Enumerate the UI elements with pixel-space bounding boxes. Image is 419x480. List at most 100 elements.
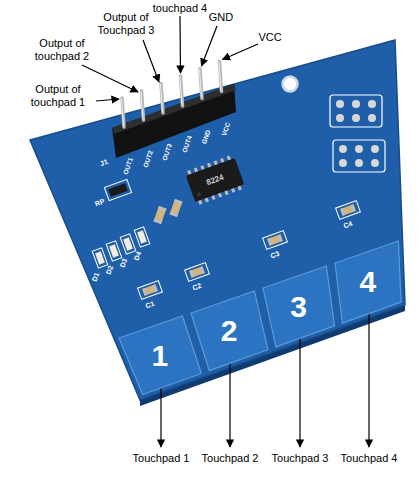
pcb-board (30, 40, 405, 400)
capacitor-body (154, 206, 167, 224)
jumper-pad (352, 114, 360, 122)
silkscreen-label: J1 (99, 158, 109, 168)
capacitor-body (189, 266, 205, 277)
pad-number: 2 (221, 316, 238, 346)
leader-line (223, 44, 259, 60)
silkscreen-outline (138, 281, 163, 300)
capacitor-end (340, 208, 345, 216)
callout-label: GND (209, 11, 233, 24)
pin-highlight (122, 99, 124, 126)
pad-text-holder: 4 (335, 241, 401, 323)
callout-label: touchpad 4 (153, 2, 207, 15)
pad-outline (119, 316, 201, 394)
header-pins (122, 62, 222, 128)
pad-text-holder: 3 (263, 266, 334, 347)
pad-outline (335, 241, 401, 323)
callout-label: Output of touchpad 1 (22, 83, 94, 108)
silkscreen-outline (106, 241, 122, 261)
led (120, 234, 136, 254)
capacitor-body (267, 234, 283, 245)
header-pin (200, 69, 202, 99)
silkscreen-label: RP (94, 198, 106, 209)
touchpad-label: Touchpad 4 (341, 452, 398, 465)
capacitor-end (267, 238, 272, 246)
capacitor-end (170, 211, 179, 217)
resistor-body (108, 183, 128, 197)
touch-pad: 2 (191, 291, 268, 371)
jumper-pad (336, 114, 344, 122)
pin-name: GND (200, 129, 212, 145)
silkscreen-outline (120, 234, 136, 254)
jumper-pad (355, 145, 363, 153)
pin-highlight (180, 77, 182, 105)
silkscreen-label: C3 (269, 250, 280, 261)
touchpad-label: Touchpad 2 (202, 452, 259, 465)
pad-text-holder: 2 (191, 291, 268, 371)
silkscreen-label: C4 (342, 220, 353, 231)
chip-marking: 8224 (205, 173, 225, 188)
touch-pad: 3 (263, 266, 334, 347)
pin-name: VCC (220, 121, 232, 136)
jumper-pad (352, 100, 360, 108)
mounting-hole (283, 77, 298, 92)
capacitor-end (158, 206, 167, 212)
callout-label: VCC (258, 31, 281, 44)
led-body (95, 251, 105, 264)
capacitor-end (351, 204, 356, 212)
header-pin (181, 76, 183, 106)
callout-label: Output of Touchpad 3 (90, 11, 162, 36)
leader-line (299, 324, 300, 447)
capacitor-end (174, 199, 183, 205)
jumper-pad (371, 159, 379, 167)
header-pin (220, 62, 222, 92)
leader-line (143, 40, 159, 82)
jumper-pad (371, 145, 379, 153)
leader-line (202, 26, 218, 66)
capacitor-body (170, 199, 183, 217)
silkscreen-outline (333, 140, 385, 172)
pad-number: 4 (359, 267, 376, 297)
pin-name: OUT2 (141, 150, 154, 169)
capacitor-end (200, 266, 205, 274)
pin-name: OUT3 (161, 143, 174, 162)
silkscreen-label: D2 (105, 264, 116, 275)
capacitor-body (340, 204, 356, 215)
leader-line (96, 99, 119, 101)
pin-name: OUT4 (180, 135, 193, 154)
led-body (123, 237, 133, 250)
pin-highlight (141, 92, 143, 119)
capacitor-body (142, 284, 158, 295)
touch-ic (184, 154, 245, 206)
capacitor (263, 231, 288, 250)
leader-line (368, 300, 369, 447)
led (92, 248, 108, 268)
capacitor (138, 281, 163, 300)
touchpad-label: Touchpad 3 (272, 452, 329, 465)
capacitor-end (278, 234, 283, 242)
led-body (137, 230, 147, 243)
pad-text-holder: 1 (119, 316, 201, 394)
jumper-pad (339, 145, 347, 153)
pad-outline (263, 266, 334, 347)
jumper-pad (368, 100, 376, 108)
silkscreen-outline (263, 231, 288, 250)
resistor-network (104, 179, 131, 200)
capacitor (154, 206, 167, 224)
silkscreen-outline (104, 179, 131, 200)
silkscreen-label: D3 (119, 257, 130, 268)
silkscreen-label: C1 (144, 300, 155, 311)
capacitor-end (189, 270, 194, 278)
header-pin (122, 98, 124, 127)
pin-highlight (219, 63, 221, 91)
header-pin (161, 83, 163, 113)
silkscreen-outline (330, 95, 382, 127)
led-body (109, 244, 119, 257)
jumper-pad (368, 114, 376, 122)
silkscreen-outline (92, 248, 108, 268)
ic-body (186, 158, 244, 202)
jumper-pad (355, 159, 363, 167)
led (134, 227, 150, 247)
silkscreen-outline (185, 263, 210, 282)
